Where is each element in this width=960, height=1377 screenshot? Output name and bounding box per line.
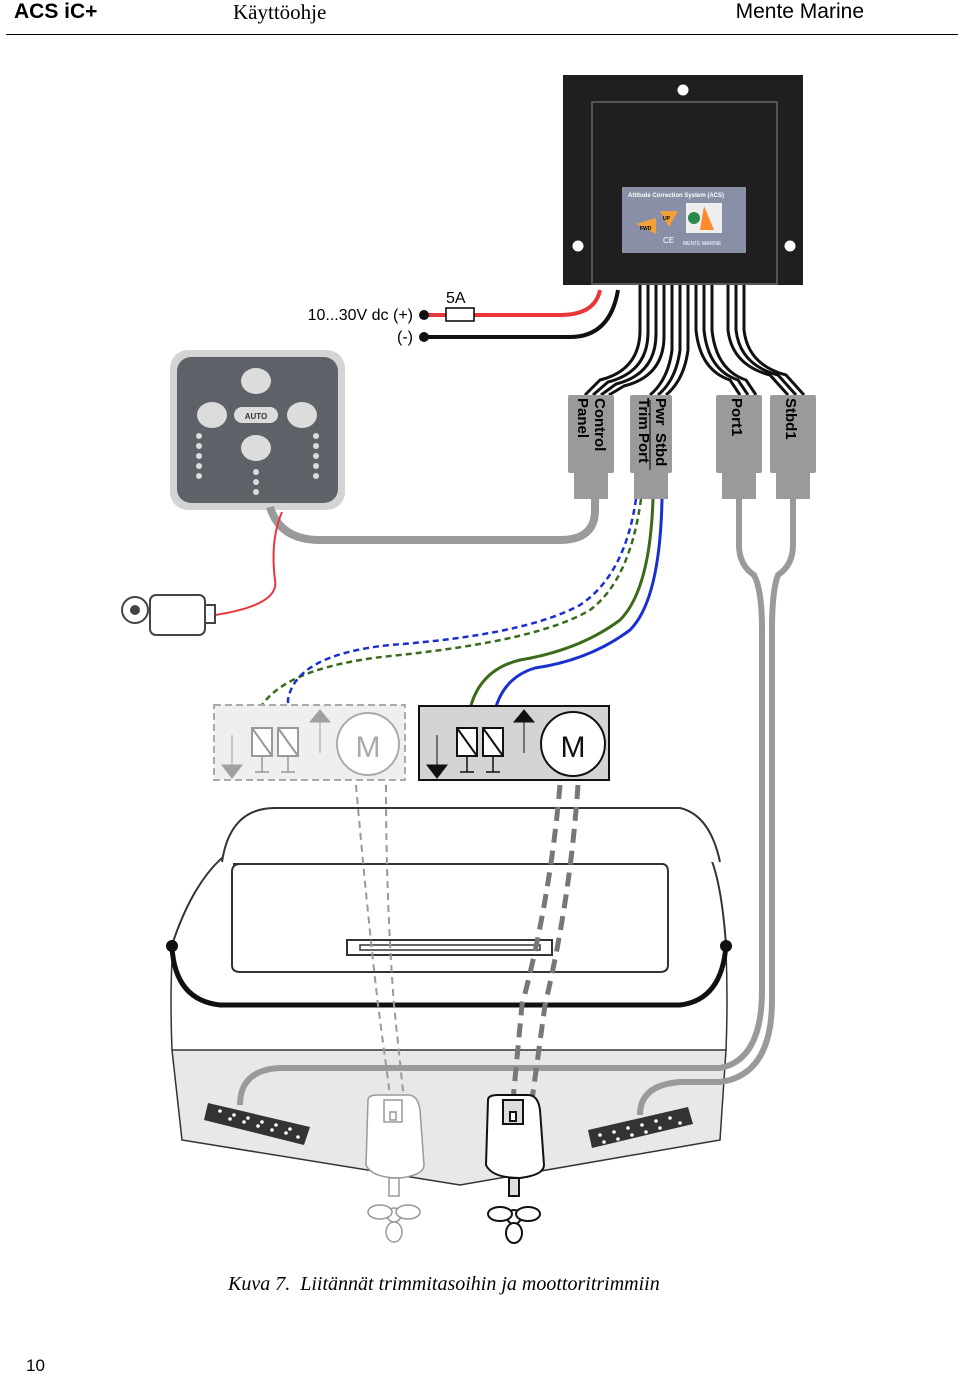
connector-control-label-2: Panel	[574, 398, 591, 438]
figure-caption: Kuva 7. Liitännät trimmitasoihin ja moot…	[228, 1273, 660, 1296]
fuse-label: 5A	[446, 290, 466, 307]
control-unit: Attitude Correction System (ACS) UP FWD …	[563, 75, 803, 285]
connector-port1-label: Port1	[728, 398, 745, 436]
header-doc-title: Käyttöohje	[233, 0, 327, 24]
motor-right-label: M	[561, 731, 586, 764]
trim-tab-starboard	[588, 1107, 693, 1148]
connector-pwr-label: Pwr	[652, 398, 669, 426]
boat-hull	[166, 807, 732, 1186]
trim-tab-cables	[237, 499, 796, 1116]
motor-unit-right: M	[418, 705, 610, 781]
caption-text: Liitännät trimmitasoihin ja moottoritrim…	[300, 1273, 660, 1295]
motor-left-label: M	[356, 731, 381, 764]
connector-stbd1-label: Stbd1	[782, 398, 799, 440]
connector-port-label: Port	[635, 433, 652, 463]
wiring-diagram: Attitude Correction System (ACS) UP FWD …	[121, 75, 816, 1244]
panel-auto-label: AUTO	[245, 412, 268, 421]
power-positive-label: 10...30V dc (+)	[308, 307, 413, 324]
outboard-right	[484, 1094, 546, 1244]
outboard-left	[365, 1094, 425, 1243]
trim-tab-port	[204, 1103, 310, 1145]
svg-text:UP: UP	[663, 216, 671, 222]
control-unit-title: Attitude Correction System (ACS)	[628, 193, 724, 199]
power-negative-label: (-)	[397, 329, 413, 346]
power-wires: 10...30V dc (+) (-) 5A	[308, 289, 620, 346]
header-company: Mente Marine	[735, 0, 864, 23]
dashed-control-wires	[260, 498, 643, 725]
caption-number: Kuva 7.	[228, 1273, 291, 1295]
header-rule	[6, 34, 958, 35]
solid-control-wires	[465, 498, 664, 731]
ignition-switch	[121, 594, 216, 636]
control-unit-brand: MENTE MARINE	[683, 241, 722, 247]
connector-stbd-label: Stbd	[652, 433, 669, 466]
control-unit-label-plate: Attitude Correction System (ACS) UP FWD …	[622, 187, 746, 253]
connectors: Control Panel Pwr Trim Stbd Port Port1 S…	[568, 395, 816, 499]
motor-unit-left: M	[213, 704, 406, 781]
page-header: ACS iC+ Käyttöohje Mente Marine	[0, 0, 960, 36]
control-panel: AUTO	[170, 350, 599, 616]
svg-text:CE: CE	[663, 236, 674, 245]
connector-control-label-1: Control	[591, 398, 608, 451]
svg-text:FWD: FWD	[640, 226, 652, 232]
motor-outboard-links	[355, 784, 581, 1111]
page-number: 10	[26, 1356, 45, 1375]
harness-wires	[583, 285, 806, 397]
header-product: ACS iC+	[14, 0, 98, 23]
connector-trim-label: Trim	[635, 398, 652, 430]
